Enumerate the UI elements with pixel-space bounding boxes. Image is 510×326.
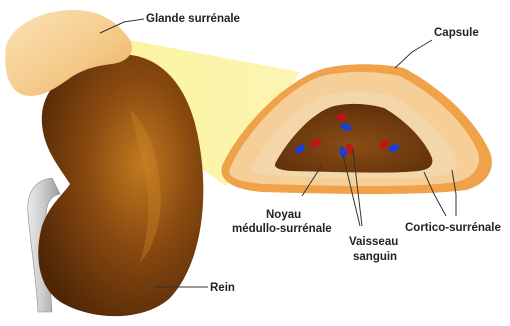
label-vessel-line2: sanguin: [353, 251, 397, 263]
label-capsule: Capsule: [434, 27, 479, 39]
label-medulla-line2: médullo-surrénale: [232, 223, 332, 235]
label-medulla-line1: Noyau: [266, 209, 301, 221]
label-adrenal-gland: Glande surrénale: [146, 13, 240, 25]
label-vessel-line1: Vaisseau: [349, 236, 398, 248]
kidney: [38, 54, 203, 316]
label-cortex: Cortico-surrénale: [405, 222, 501, 234]
leader-capsule: [395, 40, 432, 68]
label-kidney: Rein: [210, 282, 235, 294]
